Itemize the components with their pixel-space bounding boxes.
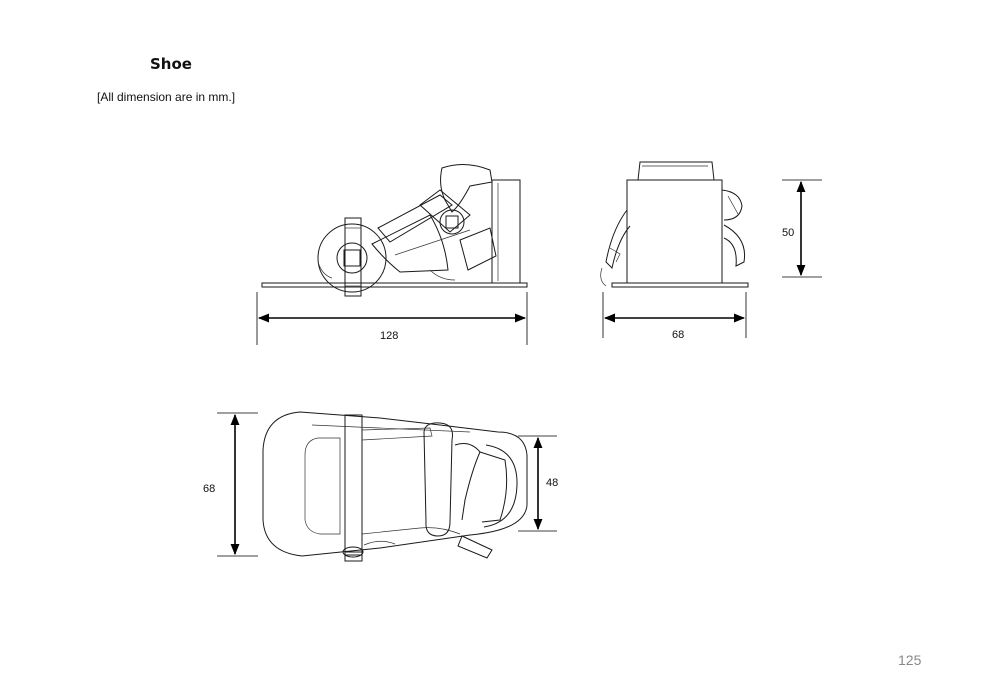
page-number: 125: [898, 652, 922, 668]
side-length-dimension: [256, 292, 528, 345]
top-width-label: 68: [203, 483, 215, 495]
top-inner-width-label: 48: [546, 477, 558, 489]
dimension-note: [All dimension are in mm.]: [97, 90, 236, 104]
top-inner-width-dimension: [518, 435, 557, 532]
page-title: Shoe: [150, 55, 192, 73]
front-width-label: 68: [672, 329, 684, 341]
side-view-drawing: [261, 164, 528, 297]
front-width-dimension: [602, 292, 747, 338]
front-view-drawing: [600, 161, 749, 288]
front-height-dimension: [782, 179, 822, 278]
top-view-drawing: [262, 411, 528, 562]
side-length-label: 128: [380, 330, 398, 342]
front-height-label: 50: [782, 227, 794, 239]
top-width-dimension: [217, 412, 258, 557]
